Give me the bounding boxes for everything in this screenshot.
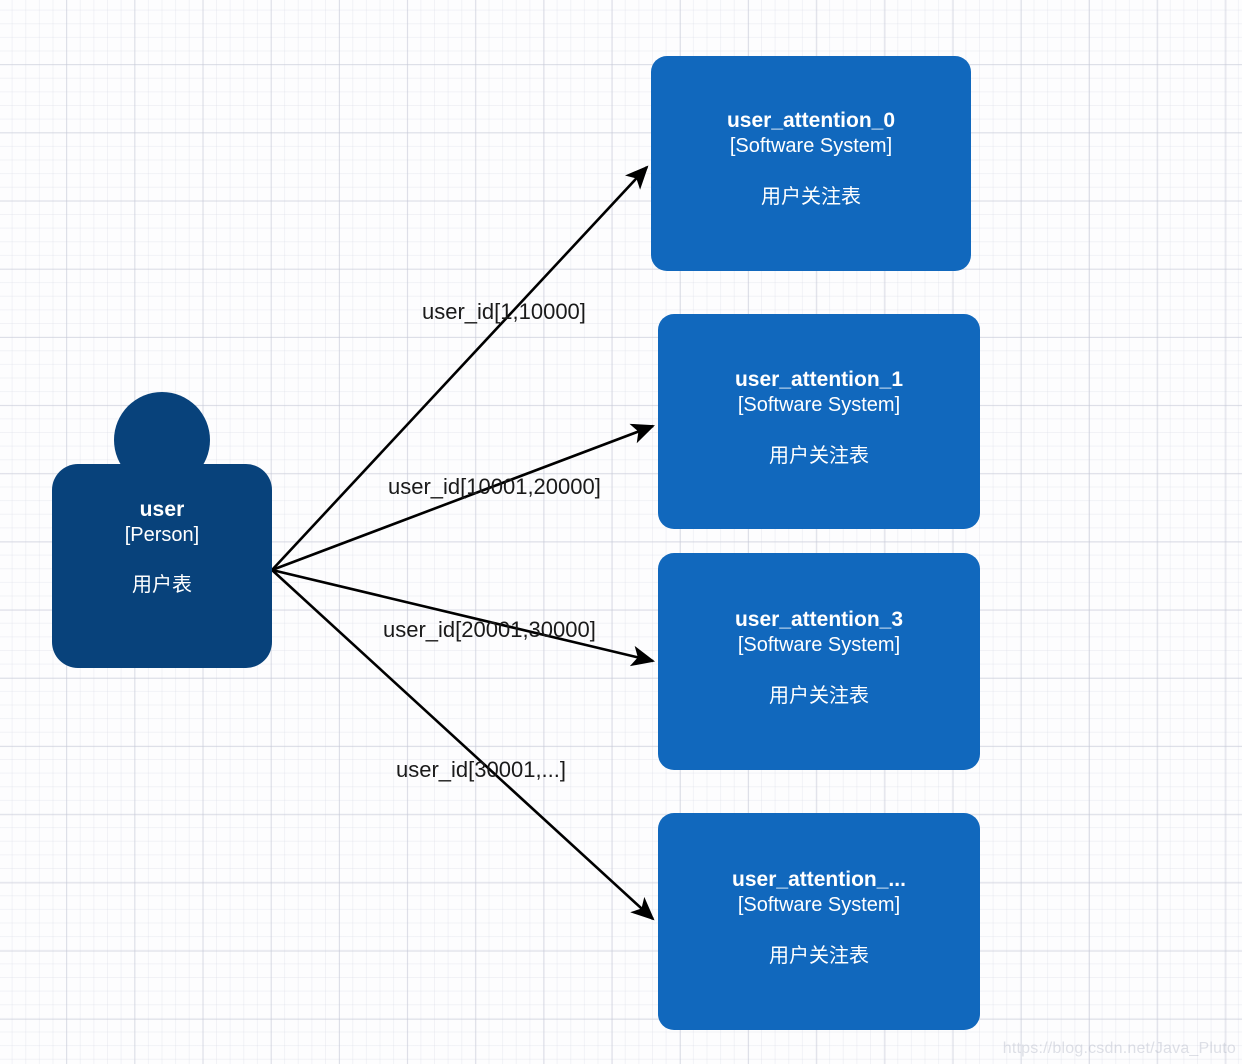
system-label-group-2: user_attention_3 [Software System] 用户关注表 (658, 607, 980, 708)
system-node-0[interactable]: user_attention_0 [Software System] 用户关注表 (651, 56, 971, 271)
system-type-1: [Software System] (737, 393, 901, 416)
system-description-1: 用户关注表 (769, 445, 869, 467)
system-type-0: [Software System] (729, 134, 893, 157)
person-node-user[interactable]: user [Person] 用户表 (52, 392, 272, 668)
edge-line-1 (271, 423, 655, 572)
system-type-3: [Software System] (737, 893, 901, 916)
system-description-3: 用户关注表 (769, 945, 869, 967)
edge-line-2 (271, 568, 656, 667)
system-name-0: user_attention_0 (726, 109, 896, 132)
system-node-1[interactable]: user_attention_1 [Software System] 用户关注表 (658, 314, 980, 529)
system-label-group-1: user_attention_1 [Software System] 用户关注表 (658, 367, 980, 468)
system-description-2: 用户关注表 (769, 685, 869, 707)
system-node-2[interactable]: user_attention_3 [Software System] 用户关注表 (658, 553, 980, 770)
person-label-group: user [Person] 用户表 (52, 497, 272, 597)
edge-label-2: user_id[20001,30000] (383, 617, 596, 642)
person-body-shape (52, 464, 272, 668)
edge-label-0: user_id[1,10000] (422, 299, 586, 324)
system-description-0: 用户关注表 (761, 186, 861, 208)
edge-line-3 (271, 569, 655, 921)
person-name: user (139, 498, 185, 521)
person-type: [Person] (124, 523, 200, 546)
edge-label-3: user_id[30001,...] (396, 757, 567, 782)
edge-paths (271, 165, 656, 921)
system-name-1: user_attention_1 (734, 368, 904, 391)
person-description: 用户表 (132, 574, 192, 596)
system-name-2: user_attention_3 (734, 608, 904, 631)
system-type-2: [Software System] (737, 633, 901, 656)
edge-label-1: user_id[10001,20000] (388, 474, 601, 499)
system-label-group-3: user_attention_... [Software System] 用户关… (658, 867, 980, 968)
system-node-3[interactable]: user_attention_... [Software System] 用户关… (658, 813, 980, 1030)
system-name-3: user_attention_... (732, 868, 906, 891)
system-label-group-0: user_attention_0 [Software System] 用户关注表 (651, 108, 971, 209)
watermark: https://blog.csdn.net/Java_Pluto (1002, 1040, 1236, 1057)
edge-line-0 (271, 165, 649, 571)
